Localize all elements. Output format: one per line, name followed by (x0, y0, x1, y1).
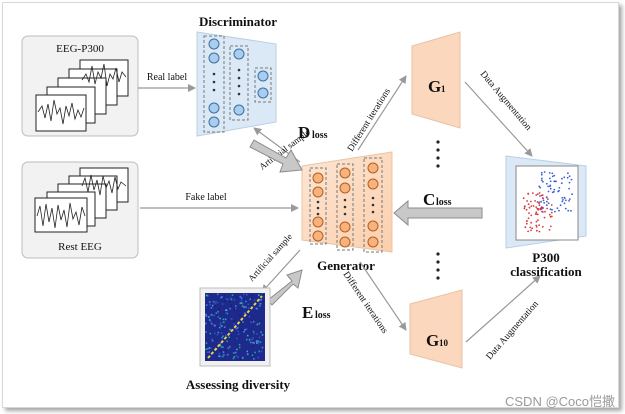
p300-title-line2: classification (510, 264, 582, 279)
g1-main: G (428, 77, 441, 96)
g-ellipsis-bottom (436, 252, 440, 280)
c-loss-arrow (393, 199, 483, 227)
diff-iter-text-top: Different iterations (345, 86, 393, 153)
g-ellipsis-top (436, 140, 440, 168)
diff-iter-arrow-bottom (359, 261, 407, 331)
p300-scatter (522, 171, 573, 233)
p300-classification-block: P300 classification (505, 155, 587, 279)
generator-block: Generator (301, 151, 393, 273)
d-loss-main: D (298, 123, 310, 142)
e-loss-arrow (267, 269, 303, 306)
eeg-p300-panel: EEG-P300 (21, 35, 139, 137)
diff-iter-arrow-top (357, 75, 407, 151)
g1-block: G 1 (411, 31, 461, 129)
data-aug-arrow-top (464, 81, 533, 157)
g10-block: G 10 (409, 289, 463, 369)
rest-eeg-traces (34, 167, 129, 233)
d-loss-arrow (249, 139, 303, 173)
artificial-sample-arrow-bottom (261, 249, 301, 293)
rest-eeg-panel: Rest EEG (21, 161, 139, 259)
rest-eeg-label: Rest EEG (58, 241, 102, 253)
discriminator-block: Discriminator (196, 14, 277, 137)
eeg-p300-label: EEG-P300 (56, 43, 104, 55)
watermark: CSDN @Coco恺撒 (505, 394, 615, 409)
assessing-diversity-label: Assessing diversity (186, 377, 291, 392)
diversity-heatmap (205, 293, 265, 360)
generator-title: Generator (317, 258, 375, 273)
data-aug-text-bottom: Data Augmentation (485, 299, 541, 362)
e-loss-sub: loss (315, 310, 331, 321)
d-loss-sub: loss (312, 130, 328, 141)
g10-sub: 10 (439, 338, 449, 348)
c-loss-main: C (423, 190, 435, 209)
g1-sub: 1 (441, 84, 446, 94)
real-label-text: Real label (147, 72, 187, 83)
g10-main: G (426, 331, 439, 350)
assessing-diversity-block: Assessing diversity (186, 287, 291, 392)
data-aug-arrow-bottom (465, 275, 541, 343)
data-aug-text-top: Data Augmentation (478, 70, 533, 133)
p300-title-line1: P300 (532, 250, 559, 265)
eeg-p300-traces (35, 59, 129, 132)
fake-label-text: Fake label (185, 192, 227, 203)
c-loss-sub: loss (436, 197, 452, 208)
e-loss-main: E (302, 303, 313, 322)
discriminator-title: Discriminator (199, 14, 277, 29)
diff-iter-text-bottom: Different iterations (341, 270, 391, 336)
